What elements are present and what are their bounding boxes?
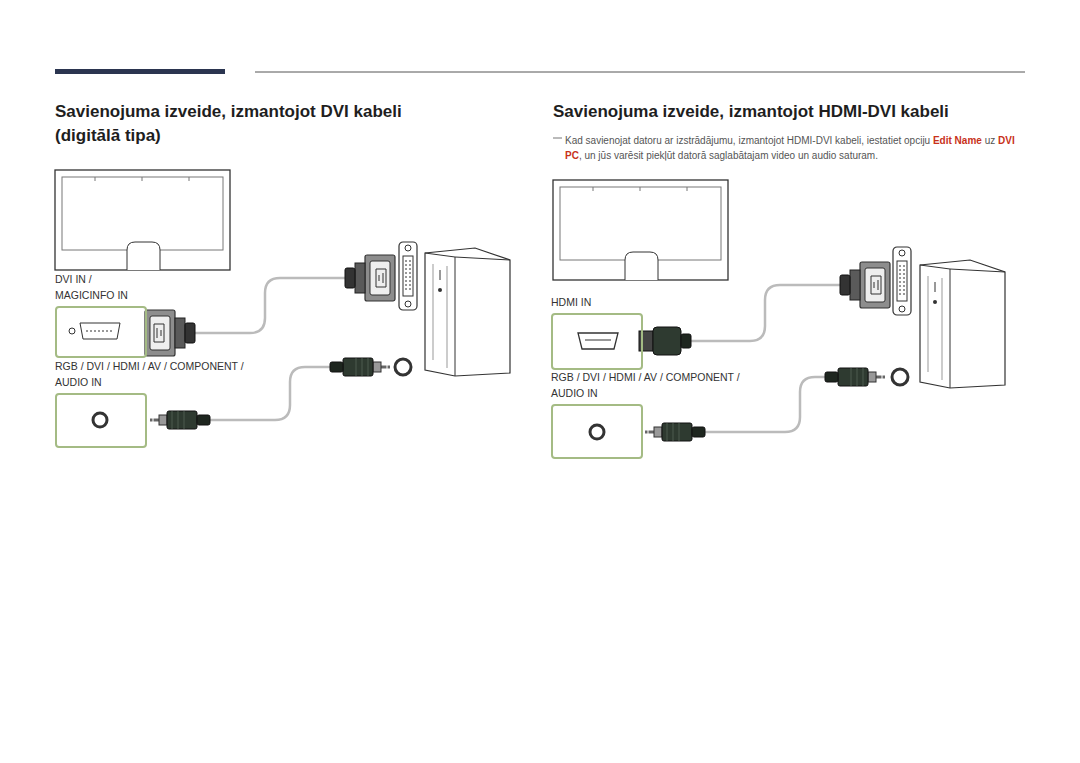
port-box: DVI IN / MAGICINFO IN (55, 306, 147, 358)
port-label: RGB / DVI / HDMI / AV / COMPONENT / AUDI… (55, 358, 260, 390)
port-label: HDMI IN (551, 294, 671, 310)
section-heading: Savienojuma izveide, izmantojot DVI kabe… (55, 100, 445, 148)
menu-option: Edit Name (933, 135, 982, 146)
note-part: uz (985, 135, 996, 146)
note-part: Kad savienojat datoru ar izstrādājumu, i… (565, 135, 930, 146)
note-text: Kad savienojat datoru ar izstrādājumu, i… (565, 133, 1020, 163)
port-label: RGB / DVI / HDMI / AV / COMPONENT / AUDI… (551, 369, 756, 401)
port-box: RGB / DVI / HDMI / AV / COMPONENT / AUDI… (551, 404, 643, 459)
port-label: DVI IN / MAGICINFO IN (55, 271, 150, 303)
note-part: , un jūs varēsit piekļūt datorā saglabāt… (579, 150, 878, 161)
port-box: HDMI IN (551, 313, 643, 370)
port-box: RGB / DVI / HDMI / AV / COMPONENT / AUDI… (55, 393, 147, 448)
section-heading: Savienojuma izveide, izmantojot HDMI-DVI… (553, 100, 1023, 124)
